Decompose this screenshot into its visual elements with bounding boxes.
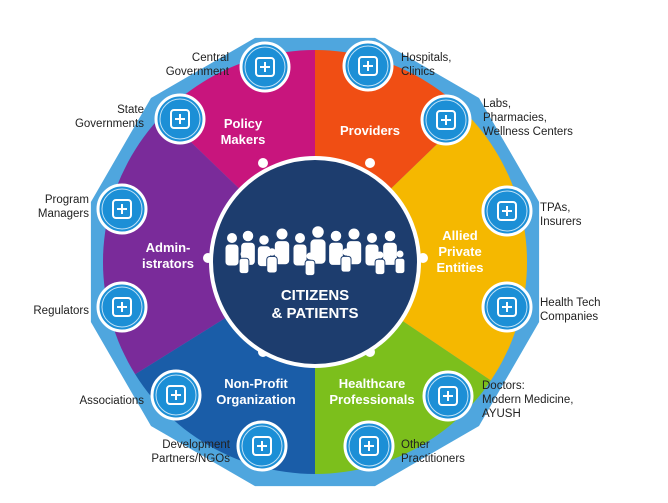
- heart-hands-icon: [481, 185, 533, 237]
- stakeholder-label-state-governments-2: Governments: [75, 118, 144, 130]
- org-chart-icon: [96, 183, 148, 235]
- segment-label-allied-1: Allied: [442, 228, 477, 243]
- stakeholder-label-doctors-1: Doctors:: [482, 380, 525, 392]
- monitor-icon: [481, 281, 533, 333]
- stakeholder-label-tpas-2: Insurers: [540, 216, 582, 228]
- stakeholder-label-central-government-2: Government: [166, 66, 230, 78]
- segment-label-admin-1: Admin-: [146, 240, 191, 255]
- stakeholder-label-labs-1: Labs,: [483, 98, 511, 110]
- practitioner-icon: [343, 420, 395, 472]
- stakeholder-label-hospitals-1: Hospitals,: [401, 52, 452, 64]
- crowd-person: [394, 250, 406, 275]
- stakeholder-label-program-managers-2: Managers: [38, 208, 89, 220]
- crowd-person: [309, 226, 327, 265]
- stakeholder-label-tpas-1: TPAs,: [540, 202, 570, 214]
- crowd-person: [340, 248, 352, 273]
- segment-label-policy-1: Policy: [224, 116, 263, 131]
- crowd-person: [292, 233, 308, 267]
- crowd-person: [224, 233, 240, 267]
- segment-label-policy-2: Makers: [221, 132, 266, 147]
- emblem-icon: [239, 41, 291, 93]
- crowd-person: [382, 230, 398, 266]
- center-label-line1: CITIZENS: [281, 287, 349, 304]
- crowd-person: [266, 248, 278, 274]
- doctor-icon: [422, 370, 474, 422]
- people-group-icon: [150, 369, 202, 421]
- segment-label-nonprofit-2: Organization: [216, 392, 296, 407]
- segment-label-health-1: Healthcare: [339, 376, 405, 391]
- lab-icon: [420, 94, 472, 146]
- stakeholder-icons: [96, 40, 533, 472]
- center-label-line2: & PATIENTS: [272, 305, 359, 322]
- stakeholder-label-doctors-3: AYUSH: [482, 408, 521, 420]
- crowd-person: [304, 252, 316, 277]
- citizens-crowd-icon: [224, 226, 406, 277]
- stakeholder-label-state-governments-1: State: [117, 104, 144, 116]
- stakeholder-label-health-tech-2: Companies: [540, 311, 598, 323]
- hospital-icon: [342, 40, 394, 92]
- stakeholder-label-other-practitioners-1: Other: [401, 439, 430, 451]
- stakeholder-label-health-tech-1: Health Tech: [540, 297, 601, 309]
- segment-label-providers-1: Providers: [340, 123, 400, 138]
- stakeholder-label-labs-3: Wellness Centers: [483, 126, 573, 138]
- stakeholder-label-hospitals-2: Clinics: [401, 66, 435, 78]
- stakeholder-label-program-managers-1: Program: [45, 194, 89, 206]
- stakeholder-label-labs-2: Pharmacies,: [483, 112, 547, 124]
- network-icon: [236, 420, 288, 472]
- crowd-person: [374, 251, 386, 276]
- stakeholder-label-development-partners-2: Partners/NGOs: [151, 453, 230, 465]
- segment-label-allied-2: Private: [438, 244, 481, 259]
- segment-label-nonprofit-1: Non-Profit: [224, 376, 288, 391]
- segment-label-allied-3: Entities: [437, 260, 484, 275]
- stakeholder-label-regulators-1: Regulators: [33, 305, 89, 317]
- certificate-icon: [96, 281, 148, 333]
- crowd-person: [238, 250, 250, 275]
- building-icon: [154, 93, 206, 145]
- stakeholder-label-development-partners-1: Development: [162, 439, 231, 451]
- segment-wedge-admin: [103, 114, 315, 375]
- stakeholder-label-central-government-1: Central: [192, 52, 229, 64]
- segment-label-admin-2: istrators: [142, 256, 194, 271]
- segment-wedge-allied: [315, 114, 527, 381]
- stakeholder-label-other-practitioners-2: Practitioners: [401, 453, 465, 465]
- stakeholder-label-doctors-2: Modern Medicine,: [482, 394, 573, 406]
- connector-providers: [361, 154, 379, 172]
- stakeholder-label-associations-1: Associations: [79, 395, 144, 407]
- segment-label-health-2: Professionals: [329, 392, 414, 407]
